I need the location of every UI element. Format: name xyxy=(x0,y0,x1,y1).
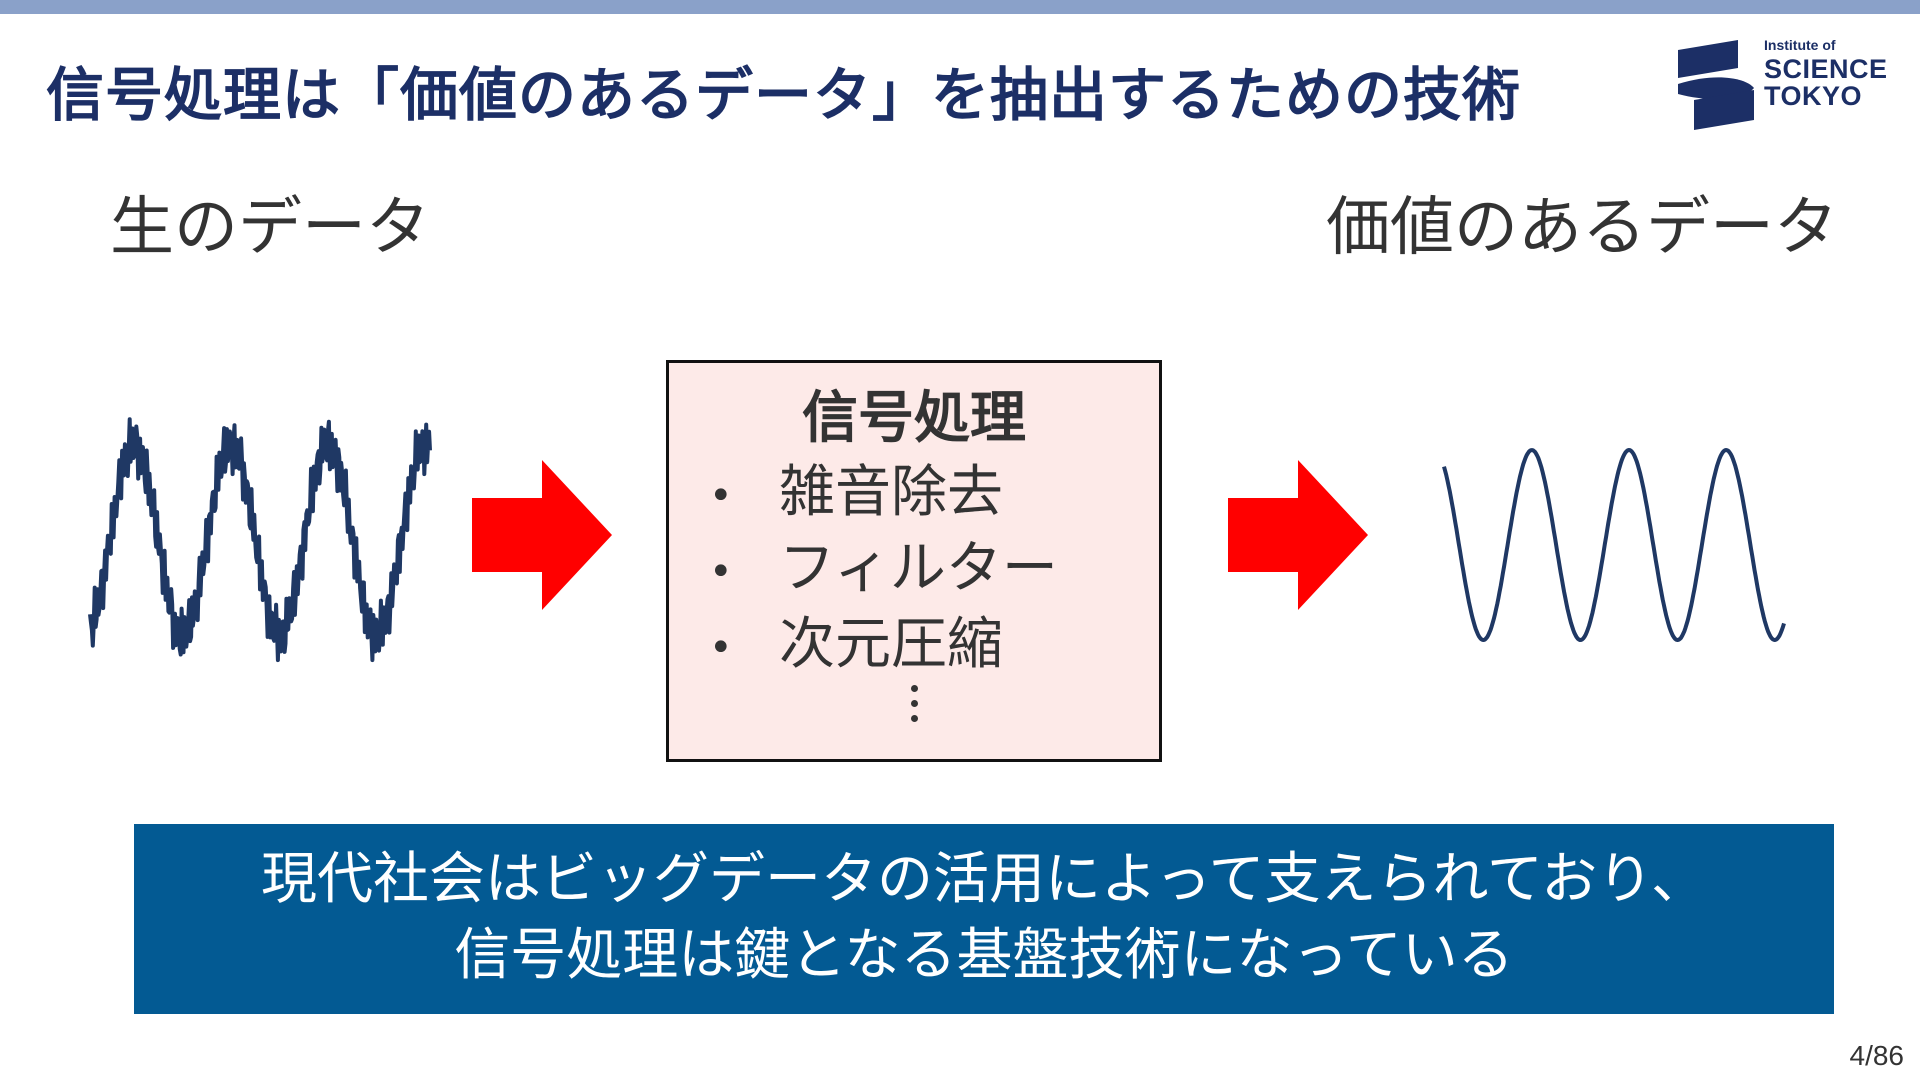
right-arrow-icon xyxy=(1228,460,1368,610)
bullet-icon: • xyxy=(709,624,733,671)
clean-signal-wave xyxy=(1442,448,1786,642)
list-item-label: フィルター xyxy=(779,536,1058,601)
summary-line-2: 信号処理は鍵となる基盤技術になっている xyxy=(454,923,1514,988)
valuable-data-label: 価値のあるデータ xyxy=(1326,191,1838,265)
logo-text: Institute of SCIENCE TOKYO xyxy=(1764,38,1888,110)
list-item: • 雑音除去 xyxy=(709,455,1058,531)
signal-processing-box: 信号処理 • 雑音除去 • フィルター • 次元圧縮 xyxy=(666,360,1162,762)
bullet-icon: • xyxy=(709,472,733,519)
logo-line-science: SCIENCE xyxy=(1764,54,1888,84)
institution-logo: Institute of SCIENCE TOKYO xyxy=(1676,38,1888,130)
noisy-signal-wave xyxy=(88,417,432,663)
slide-title: 信号処理は「価値のあるデータ」を抽出するための技術 xyxy=(46,61,1522,129)
vertical-ellipsis-icon xyxy=(669,685,1159,741)
right-arrow-icon xyxy=(472,460,612,610)
summary-box: 現代社会はビッグデータの活用によって支えられており、 信号処理は鍵となる基盤技術… xyxy=(134,824,1834,1014)
list-item-label: 次元圧縮 xyxy=(779,612,1003,677)
page-number: 4/86 xyxy=(1849,1040,1905,1071)
science-tokyo-logo-icon xyxy=(1678,40,1754,130)
summary-line-1: 現代社会はビッグデータの活用によって支えられており、 xyxy=(261,847,1707,912)
top-accent-bar xyxy=(0,0,1920,14)
logo-line-tokyo: TOKYO xyxy=(1764,81,1863,111)
list-item: • 次元圧縮 xyxy=(709,607,1058,683)
clean-signal-path xyxy=(1442,448,1786,642)
noisy-signal-path xyxy=(88,417,432,663)
bullet-icon: • xyxy=(709,548,733,595)
signal-processing-title: 信号処理 xyxy=(802,386,1026,451)
raw-data-label: 生のデータ xyxy=(110,191,430,265)
signal-processing-list: • 雑音除去 • フィルター • 次元圧縮 xyxy=(709,455,1058,683)
list-item-label: 雑音除去 xyxy=(779,460,1003,525)
logo-line-institute: Institute of xyxy=(1764,37,1836,53)
list-item: • フィルター xyxy=(709,531,1058,607)
